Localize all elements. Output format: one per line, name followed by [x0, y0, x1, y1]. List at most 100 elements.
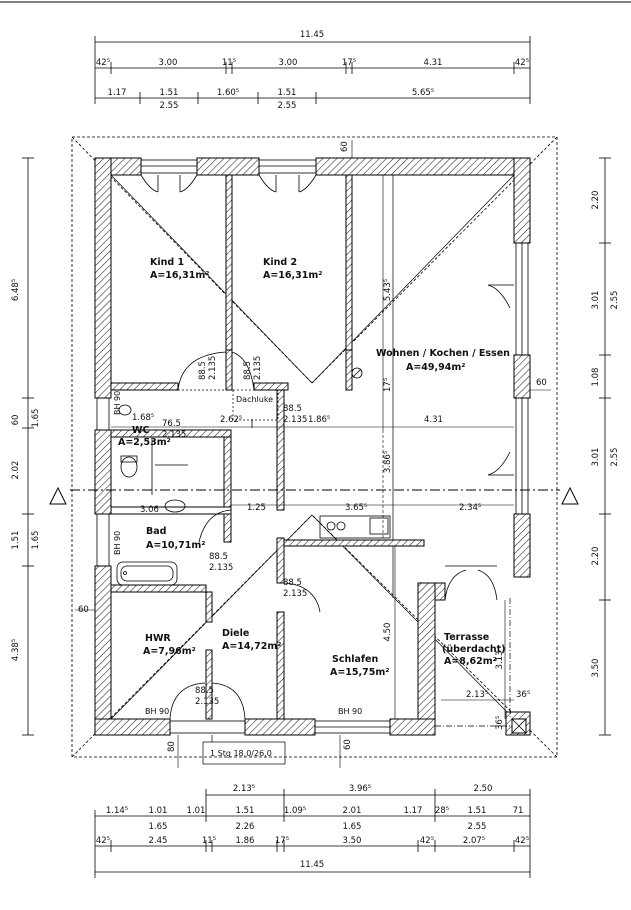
dim-262: 2.62⁵ [220, 415, 242, 425]
door-schlafen-h: 2.135 [283, 589, 307, 599]
dim-450: 4.50 [383, 623, 393, 642]
dim-right-8: 3.50 [591, 659, 601, 678]
dim-213: 2.13⁵ [466, 690, 488, 700]
dim-36b: 36⁵ [495, 716, 505, 730]
dim-right-6: 2.55 [610, 448, 620, 467]
dim-234: 2.34⁵ [459, 503, 481, 513]
dim-right-2: 3.01 [591, 291, 601, 310]
dim-543: 5.43⁵ [383, 279, 393, 301]
dim-60-bottom: 60 [343, 739, 353, 750]
room-hwr-area: A=7,96m² [143, 646, 196, 657]
dim-306: 3.06 [140, 505, 159, 515]
dim-bot-r3-8: 2.07⁵ [463, 836, 485, 846]
dim-bot-r3-6: 3.50 [343, 836, 362, 846]
bottom-dimensions [94, 789, 531, 878]
room-wohnen-name: Wohnen / Kochen / Essen [376, 348, 510, 359]
dim-left-7: 4.38⁵ [11, 639, 21, 661]
room-schlafen-area: A=15,75m² [330, 667, 389, 678]
room-diele-name: Diele [222, 628, 249, 639]
inner-dimension-lines [75, 140, 551, 768]
label-bh90-hwr: BH 90 [145, 707, 169, 716]
dim-bot-r2b-3: 1.65 [343, 822, 362, 832]
door-schlafen-w: 88.5 [283, 578, 302, 588]
dim-bot-r2-4: 1.51 [236, 806, 255, 816]
door-kind2-w: 88.5 [243, 361, 253, 380]
dim-186: 1.86⁵ [308, 415, 330, 425]
dim-bot-r2-8: 28⁵ [435, 806, 449, 816]
dim-bot-r1-2: 3.96⁵ [349, 784, 371, 794]
dim-top-r3-5: 5.65⁵ [412, 88, 434, 98]
room-kind1-area: A=16,31m² [150, 270, 209, 281]
door-entry-h: 2.135 [195, 697, 219, 707]
label-bh90-bad: BH 90 [113, 531, 122, 555]
dim-386: 3.86⁵ [383, 451, 393, 473]
dim-60-top: 60 [340, 141, 350, 152]
door-bad-h: 2.135 [209, 563, 233, 573]
dim-bot-r2-3: 1.01 [187, 806, 206, 816]
dim-top-r3-4: 1.51 [278, 88, 297, 98]
dim-right-5: 3.01 [591, 448, 601, 467]
label-bh90-schlafen: BH 90 [338, 707, 362, 716]
dim-top-r3-2: 1.51 [160, 88, 179, 98]
dim-bot-r3-2: 2.45 [149, 836, 168, 846]
windows [96, 159, 529, 734]
fixtures [116, 367, 391, 586]
dim-bot-r2-1: 1.14⁵ [106, 806, 128, 816]
room-wc-area: A=2,53m² [118, 437, 171, 448]
dim-top-r2-5: 17⁵ [342, 58, 356, 68]
room-hwr-name: HWR [145, 633, 171, 644]
room-kind1-name: Kind 1 [150, 257, 184, 268]
dim-bot-r2-5: 1.09⁵ [284, 806, 306, 816]
terrace-outline [435, 598, 514, 727]
door-dachluke-w: 88.5 [283, 404, 302, 414]
room-wc-name: WC [132, 425, 149, 436]
dim-bot-r3-4: 1.86 [236, 836, 255, 846]
room-terrasse-name: Terrasse [444, 632, 489, 643]
door-bad-w: 88.5 [209, 552, 228, 562]
dim-125: 1.25 [247, 503, 266, 513]
dim-bot-r3-7: 42⁵ [420, 836, 434, 846]
room-bad-area: A=10,71m² [146, 540, 205, 551]
dim-top-r2-6: 4.31 [424, 58, 443, 68]
room-terrasse-area: A=8,62m² [444, 656, 497, 667]
dim-bot-r3-1: 42⁵ [96, 836, 110, 846]
dim-60-left: 60 [78, 605, 89, 615]
dim-60-right: 60 [536, 378, 547, 388]
dim-bot-r2b-2: 2.26 [236, 822, 255, 832]
dim-right-4: 1.08 [591, 368, 601, 387]
dim-bot-r2-2: 1.01 [149, 806, 168, 816]
dim-bot-r2-6: 2.01 [343, 806, 362, 816]
dim-top-r3-3: 1.60⁵ [217, 88, 239, 98]
dim-765b: 2.135 [162, 430, 186, 440]
dim-bot-r2-7: 1.17 [404, 806, 423, 816]
dim-top-r3b-1: 2.55 [160, 101, 179, 111]
room-kind2-name: Kind 2 [263, 257, 297, 268]
door-dachluke-h: 2.135 [283, 415, 307, 425]
dim-top-r3-1: 1.17 [108, 88, 127, 98]
door-kind2-h: 2.135 [253, 356, 263, 380]
dim-top-r3b-2: 2.55 [278, 101, 297, 111]
label-bh90-wc: BH 90 [113, 391, 122, 415]
dim-right-7: 2.20 [591, 547, 601, 566]
dim-top-r2-7: 42⁵ [515, 58, 529, 68]
dim-bot-r2-10: 71 [513, 806, 524, 816]
section-line [49, 486, 579, 505]
top-dimensions [94, 36, 531, 104]
dim-top-r2-2: 3.00 [159, 58, 178, 68]
dim-80: 80 [167, 741, 177, 752]
dim-right-3: 2.55 [610, 291, 620, 310]
label-stair: 1 Stg 18,0/26,0 [210, 749, 272, 758]
dim-168: 1.68⁵ [132, 413, 154, 423]
dim-313: 3.13 [495, 651, 505, 670]
dim-right-1: 2.20 [591, 191, 601, 210]
dim-left-3: 1.65 [31, 409, 41, 428]
door-entry-w: 88.5 [195, 686, 214, 696]
room-schlafen-name: Schlafen [332, 654, 378, 665]
room-diele-area: A=14,72m² [222, 641, 281, 652]
dim-431: 4.31 [424, 415, 443, 425]
dim-bot-overall: 11.45 [300, 860, 324, 870]
door-kind1-w: 88.5 [198, 361, 208, 380]
stair [202, 741, 286, 765]
dim-36a: 36⁵ [516, 690, 530, 700]
